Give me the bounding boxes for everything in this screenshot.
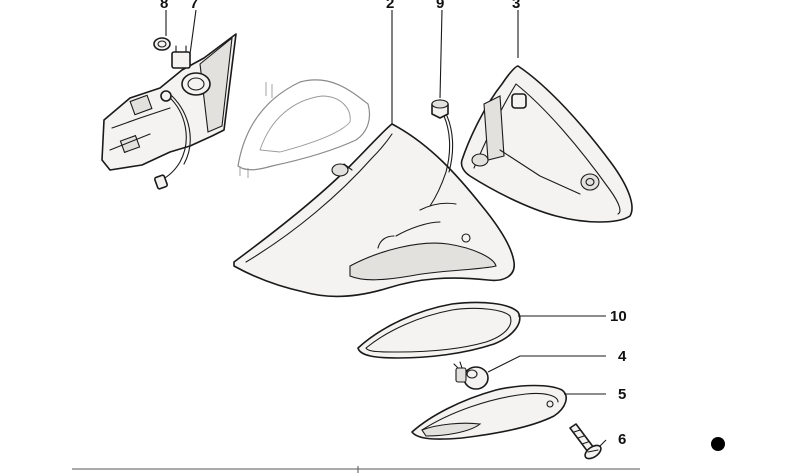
part-3-base-plate[interactable] — [460, 65, 633, 223]
callout-6: 6 — [618, 431, 626, 448]
part-9-bulb-socket[interactable] — [429, 99, 454, 207]
part-8-ring-seal[interactable] — [153, 37, 171, 51]
callout-9: 9 — [436, 0, 444, 12]
callout-3: 3 — [512, 0, 520, 12]
callout-5: 5 — [618, 386, 626, 403]
part-5-lens[interactable] — [411, 384, 567, 440]
filled-dot-marker — [711, 437, 725, 451]
part-4-bulb[interactable] — [453, 361, 489, 390]
callout-7: 7 — [190, 0, 198, 12]
callout-8: 8 — [160, 0, 168, 12]
background-housing-outline — [237, 79, 371, 178]
part-10-gasket[interactable] — [357, 301, 521, 359]
part-6-screw[interactable] — [569, 423, 603, 461]
part-2-lamp-housing[interactable] — [233, 123, 515, 298]
callout-10: 10 — [610, 308, 627, 325]
leader-lines — [165, 9, 607, 447]
part-7-bracket-assembly[interactable] — [101, 33, 237, 190]
bottom-rule — [72, 466, 640, 473]
callout-2: 2 — [386, 0, 394, 12]
callout-4: 4 — [618, 348, 627, 365]
